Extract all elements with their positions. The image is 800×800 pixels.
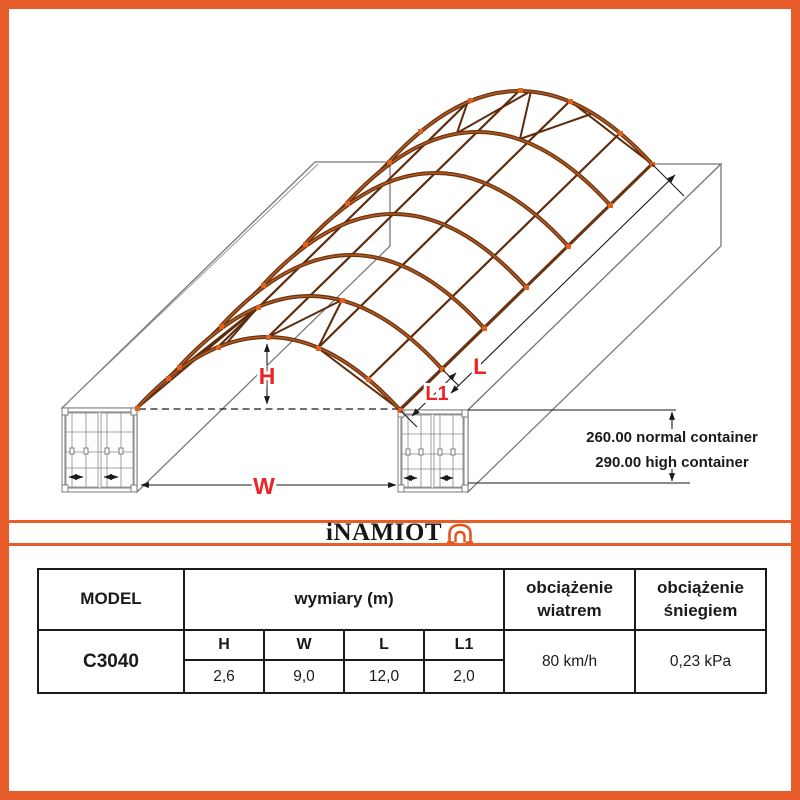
- right-container-front-doors: [397, 409, 469, 493]
- value-l: 12,0: [343, 659, 425, 694]
- container-shelter-technical-drawing: H W L1 L 260.00 normal container 290.00 …: [60, 88, 760, 502]
- header-snow-load: obciążenie śniegiem: [634, 568, 768, 631]
- width-dimension-label: W: [253, 473, 275, 499]
- dimension-annotations: H W L1 L 260.00 normal container 290.00 …: [140, 163, 760, 502]
- arch-tent-icon: [447, 523, 473, 544]
- left-container-front-doors: [61, 407, 138, 493]
- bay-dimension-line: [411, 372, 457, 417]
- length-dimension-label: L: [473, 354, 486, 379]
- normal-container-height-note: 260.00 normal container: [586, 429, 758, 446]
- container-height-dimension: 260.00 normal container 290.00 high cont…: [468, 409, 760, 484]
- bay-dimension-label: L1: [425, 383, 448, 405]
- header-wind-load: obciążenie wiatrem: [503, 568, 637, 631]
- left-container-top-rim: [65, 163, 319, 405]
- header-model: MODEL: [37, 568, 185, 631]
- page-border-top: [0, 0, 800, 9]
- dim-col-l1: L1: [422, 629, 506, 661]
- page-border-bottom: [0, 791, 800, 800]
- value-l1: 2,0: [422, 659, 506, 694]
- dim-col-h: H: [183, 629, 265, 661]
- value-w: 9,0: [263, 659, 345, 694]
- model-name-cell: C3040: [37, 629, 185, 694]
- length-dimension-line: [450, 174, 676, 394]
- wind-load-value: 80 km/h: [503, 629, 637, 694]
- spec-table: MODEL wymiary (m) obciążenie wiatrem obc…: [37, 568, 768, 694]
- spec-table-section: MODEL wymiary (m) obciążenie wiatrem obc…: [37, 568, 768, 694]
- bay-dimension-witness-1: [400, 410, 418, 428]
- brand-logo-text: iNAMIOT: [326, 519, 442, 546]
- rear-truss-bracing: [456, 90, 653, 165]
- front-truss-bracing: [139, 299, 401, 411]
- value-h: 2,6: [183, 659, 265, 694]
- page-border-right: [791, 0, 800, 800]
- high-container-height-note: 290.00 high container: [595, 454, 749, 471]
- brand-band: iNAMIOT: [9, 520, 791, 546]
- header-dimensions: wymiary (m): [182, 568, 506, 631]
- height-dimension-label: H: [259, 363, 276, 389]
- page-border-left: [0, 0, 9, 800]
- dim-col-w: W: [263, 629, 345, 661]
- dim-col-l: L: [343, 629, 425, 661]
- snow-load-value: 0,23 kPa: [634, 629, 768, 694]
